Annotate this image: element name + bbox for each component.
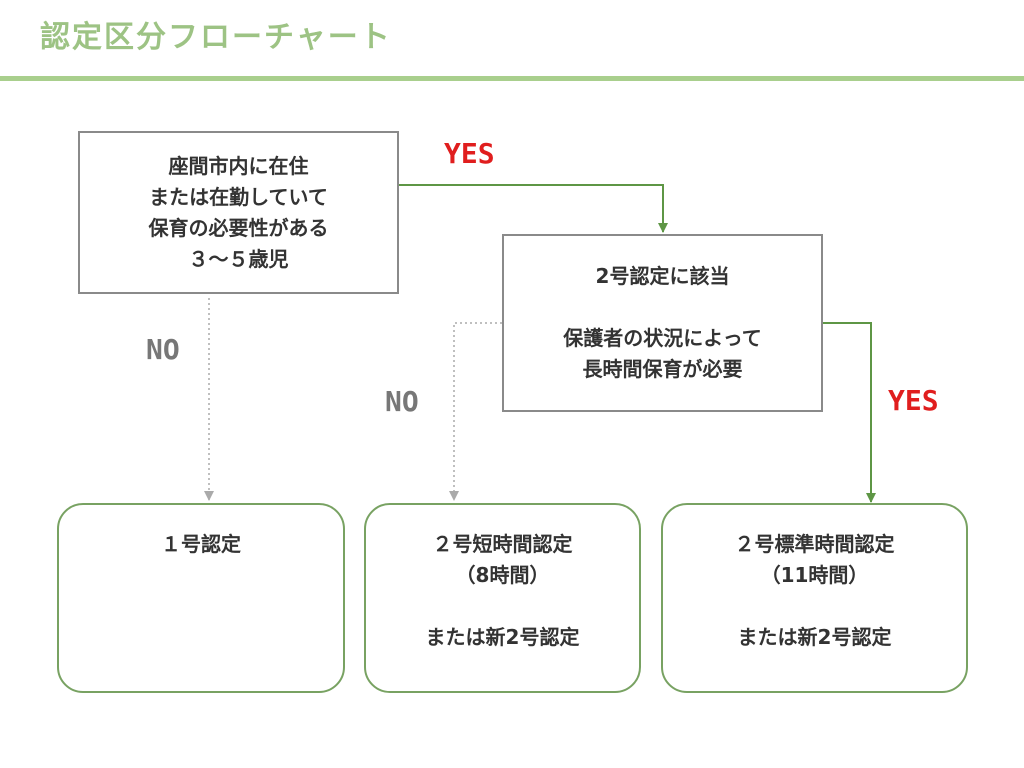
decision-box-residency: 座間市内に在住または在勤していて保育の必要性がある ３～５歳児 [78, 131, 399, 294]
text-line: または新2号認定 [737, 625, 892, 649]
decision-box-residency-text: 座間市内に在住または在勤していて保育の必要性がある ３～５歳児 [149, 151, 329, 275]
page-title: 認定区分フローチャート [40, 20, 392, 55]
result-box-type2-short-text: ２号短時間認定 （8時間） または新2号認定 [426, 529, 580, 653]
result-box-type2-standard-text: ２号標準時間認定 （11時間） または新2号認定 [735, 529, 895, 653]
result-box-type1-text: １号認定 [161, 529, 241, 560]
decision-box-long-hours-text: 2号認定に該当保護者の状況によって長時間保育が必要 [563, 261, 761, 385]
result-box-type1: １号認定 [57, 503, 345, 693]
text-line: または新2号認定 [425, 625, 580, 649]
text-line [735, 591, 895, 622]
text-line: 座間市内に在住 [168, 153, 309, 178]
yes-connector-2 [822, 322, 876, 503]
text-line: ２号短時間認定 [432, 532, 573, 556]
yes-label-2: YES [888, 384, 939, 417]
result-box-type2-standard: ２号標準時間認定 （11時間） または新2号認定 [661, 503, 968, 693]
text-line: （11時間） [760, 563, 869, 587]
text-line: 保育の必要性がある [148, 215, 329, 240]
no-connector-2 [449, 322, 502, 501]
text-line [563, 292, 761, 323]
no-label-1: NO [146, 333, 180, 366]
yes-label-1: YES [444, 137, 495, 170]
text-line: または在勤していて [149, 184, 328, 209]
title-underline [0, 76, 1024, 81]
decision-box-long-hours: 2号認定に該当保護者の状況によって長時間保育が必要 [502, 234, 823, 412]
text-line: ２号標準時間認定 [734, 532, 895, 556]
no-label-2: NO [385, 385, 419, 418]
text-line: 2号認定に該当 [595, 264, 730, 288]
text-line: （8時間） [455, 563, 550, 587]
yes-connector-1 [398, 184, 668, 233]
text-line [426, 591, 580, 622]
result-box-type2-short: ２号短時間認定 （8時間） または新2号認定 [364, 503, 641, 693]
text-line: 保護者の状況によって [563, 326, 762, 350]
text-line: ３～５歳児 [188, 246, 289, 271]
text-line: 長時間保育が必要 [582, 357, 743, 381]
text-line: １号認定 [161, 532, 241, 556]
